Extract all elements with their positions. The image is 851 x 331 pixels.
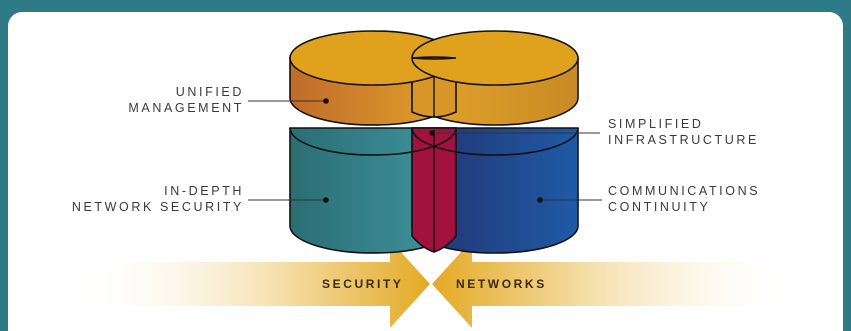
label-line: CONTINUITY bbox=[608, 200, 711, 214]
networks-top-ellipse bbox=[411, 30, 579, 86]
label-line: SIMPLIFIED bbox=[608, 117, 704, 131]
label-simplified-infrastructure: SIMPLIFIED INFRASTRUCTURE bbox=[608, 116, 808, 148]
arrow-label-networks: NETWORKS bbox=[456, 277, 547, 291]
networks-arrow bbox=[432, 240, 800, 328]
label-line: IN-DEPTH bbox=[164, 184, 244, 198]
label-line: MANAGEMENT bbox=[128, 101, 244, 115]
label-in-depth-security: IN-DEPTH NETWORK SECURITY bbox=[66, 183, 244, 215]
label-line: UNIFIED bbox=[175, 85, 244, 99]
label-line: INFRASTRUCTURE bbox=[608, 133, 759, 147]
overlap-column bbox=[411, 127, 457, 253]
leader-dots bbox=[323, 98, 543, 203]
label-unified-management: UNIFIED MANAGEMENT bbox=[88, 84, 244, 116]
label-communications-continuity: COMMUNICATIONS CONTINUITY bbox=[608, 183, 808, 215]
label-line: COMMUNICATIONS bbox=[608, 184, 761, 198]
security-arrow bbox=[78, 240, 430, 328]
leader-lines bbox=[248, 100, 602, 201]
label-line: NETWORK SECURITY bbox=[71, 200, 244, 214]
arrow-label-security: SECURITY bbox=[322, 277, 404, 291]
